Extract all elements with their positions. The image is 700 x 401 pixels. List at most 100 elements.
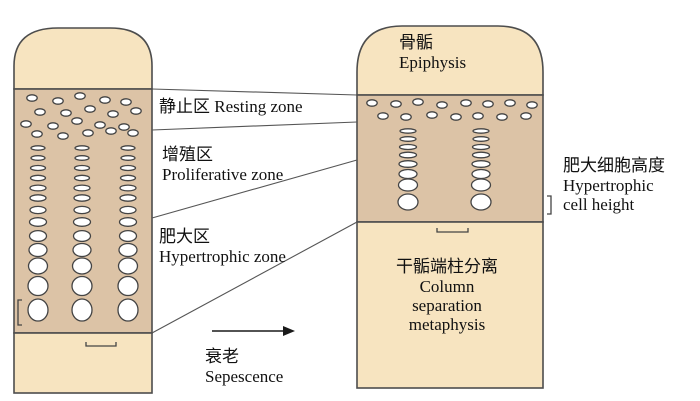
column-cell [28, 242, 48, 258]
column-cell [27, 298, 49, 322]
resting-cell [105, 127, 117, 135]
column-cell [471, 143, 491, 151]
column-cell [29, 164, 47, 172]
column-cell [30, 155, 46, 161]
left-bottom-bracket [85, 342, 117, 347]
resting-cell [127, 129, 139, 137]
resting-cell [26, 94, 38, 102]
right-height-bracket [547, 195, 552, 215]
resting-cell [520, 112, 532, 120]
column-cell [71, 257, 93, 275]
column-cell [398, 160, 418, 168]
left-bone [13, 27, 153, 394]
column-cell [29, 205, 47, 215]
column-cell [471, 168, 491, 180]
column-cell [117, 275, 139, 297]
resting-zone-label: 静止区 Resting zone [159, 97, 303, 117]
resting-cell [412, 98, 424, 106]
column-cell [71, 298, 93, 322]
column-cell [27, 275, 49, 297]
column-cell [470, 178, 492, 192]
resting-cell [130, 107, 142, 115]
column-cell [74, 145, 90, 151]
resting-cell [74, 92, 86, 100]
resting-cell [84, 105, 96, 113]
resting-cell [426, 111, 438, 119]
column-cell [398, 143, 418, 151]
proliferative-zone-label: 增殖区 Proliferative zone [162, 145, 284, 185]
cell-height-label: 肥大细胞高度 Hypertrophic cell height [563, 156, 665, 215]
column-cell [72, 217, 92, 227]
column-cell [29, 174, 47, 182]
column-cell [73, 194, 91, 202]
right-bottom-bracket [436, 228, 469, 233]
right-metaphysis [356, 221, 544, 389]
column-cell [471, 151, 491, 159]
connector-line-resting [151, 121, 358, 131]
column-cell [118, 242, 138, 258]
column-cell [71, 275, 93, 297]
resting-cell [366, 99, 378, 107]
column-cell [119, 194, 137, 202]
right-cells [366, 98, 538, 211]
column-cell [74, 155, 90, 161]
resting-cell [52, 97, 64, 105]
column-cell [398, 151, 418, 159]
column-cell [73, 164, 91, 172]
resting-cell [504, 99, 516, 107]
resting-cell [82, 129, 94, 137]
column-cell [399, 128, 417, 134]
right-bone [356, 25, 552, 389]
resting-cell [460, 99, 472, 107]
resting-cell [400, 113, 412, 121]
resting-cell [47, 122, 59, 130]
column-cell [72, 242, 92, 258]
resting-cell [450, 113, 462, 121]
column-cell [398, 168, 418, 180]
resting-cell [94, 121, 106, 129]
column-cell [30, 145, 46, 151]
resting-cell [472, 112, 484, 120]
resting-cell [71, 117, 83, 125]
senescence-label: 衰老 Sepescence [205, 347, 284, 387]
column-cell [120, 145, 136, 151]
column-cell [397, 178, 419, 192]
connector-line-epiphysis [151, 88, 358, 96]
connector-line-hypertrophic [151, 221, 358, 334]
connector-line-proliferative [151, 159, 358, 219]
connector-lines [151, 88, 358, 334]
column-cell [120, 155, 136, 161]
resting-cell [526, 101, 538, 109]
column-cell [27, 257, 49, 275]
resting-cell [482, 100, 494, 108]
resting-cell [60, 109, 72, 117]
column-cell [118, 217, 138, 227]
senescence-arrow [212, 326, 295, 336]
right-epiphysis-cap [356, 25, 544, 96]
column-cell [471, 160, 491, 168]
epiphysis-label: 骨骺 Epiphysis [399, 33, 467, 73]
column-cell [118, 229, 138, 243]
resting-cell [118, 123, 130, 131]
column-cell [28, 217, 48, 227]
column-cell [28, 229, 48, 243]
resting-cell [120, 98, 132, 106]
column-cell [119, 184, 137, 192]
left-height-bracket [17, 299, 22, 326]
hypertrophic-zone-label: 肥大区 Hypertrophic zone [159, 227, 286, 267]
resting-cell [99, 96, 111, 104]
column-cell [73, 184, 91, 192]
column-cell [119, 164, 137, 172]
left-metaphysis [13, 332, 153, 394]
left-epiphysis-cap [13, 27, 153, 90]
column-separation-label: 干骺端柱分离 Column separation metaphysis [396, 257, 498, 335]
resting-cell [107, 110, 119, 118]
column-cell [72, 229, 92, 243]
column-cell [29, 194, 47, 202]
resting-cell [57, 132, 69, 140]
column-cell [119, 174, 137, 182]
column-cell [73, 205, 91, 215]
column-cell [472, 128, 490, 134]
column-cell [119, 205, 137, 215]
